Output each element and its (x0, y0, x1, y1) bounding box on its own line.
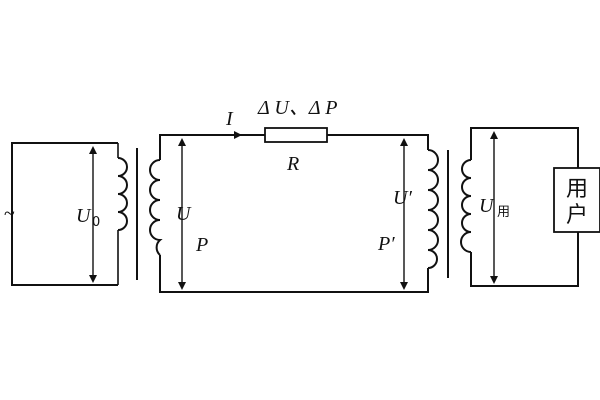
source-circuit: ~ U 0 (4, 142, 128, 286)
user-wire-top (470, 127, 579, 168)
user-circuit: U 用 用 户 (460, 127, 600, 287)
ac-source-symbol: ~ (4, 203, 15, 225)
line-resistor (264, 127, 328, 143)
step-up-primary-coil (117, 157, 128, 231)
u-user-symbol: U (479, 195, 495, 217)
u-prime-label: U′ (393, 187, 412, 209)
p-label: P (195, 234, 208, 256)
u-user-subscript: 用 (497, 205, 510, 220)
user-wire-bottom (470, 232, 579, 287)
step-down-primary-coil (427, 149, 439, 269)
current-label: I (225, 108, 234, 130)
user-box-text-line2: 户 (566, 203, 588, 228)
u0-symbol: U (76, 205, 92, 227)
user-load-box (553, 167, 600, 233)
line-wire-top-right (327, 134, 429, 150)
source-loop-wire (11, 142, 118, 286)
line-wire-bottom (159, 255, 429, 293)
u-label: U (176, 203, 192, 225)
line-wire-top-left (159, 134, 265, 160)
resistor-label: R (286, 153, 299, 175)
step-up-secondary-coil (149, 159, 163, 256)
step-down-secondary-coil (460, 159, 472, 253)
loss-label: Δ U、Δ P (257, 97, 337, 119)
transmission-line: I Δ U、Δ P R U P U′ P′ (149, 97, 439, 293)
user-box-text-line1: 用 (566, 177, 588, 202)
u0-subscript: 0 (92, 215, 100, 230)
p-prime-label: P′ (377, 233, 395, 255)
